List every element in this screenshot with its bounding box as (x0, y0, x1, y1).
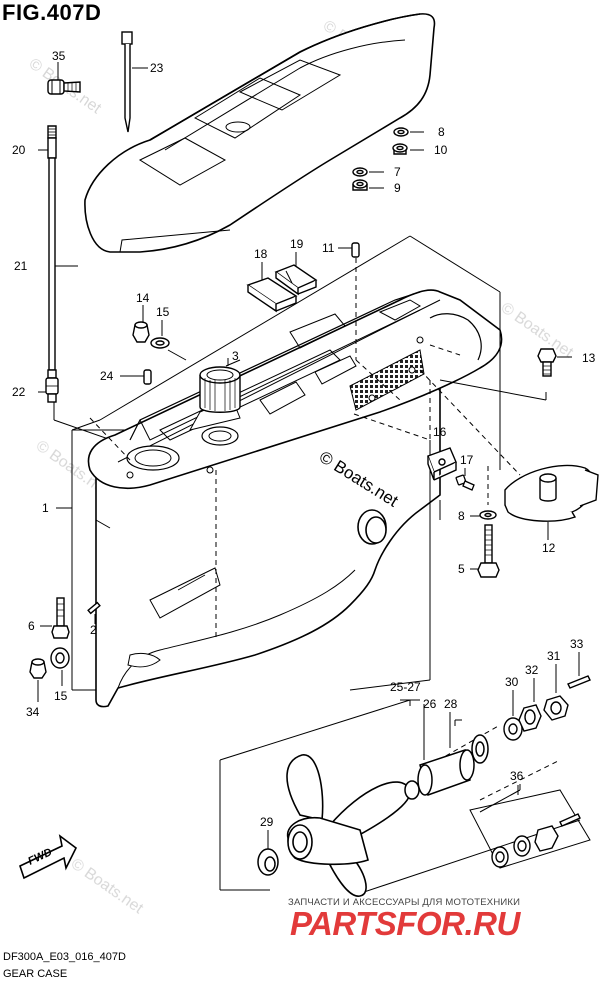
callout-15: 15 (156, 305, 170, 319)
propeller-part (286, 754, 411, 897)
partsfor-tagline: ЗАПЧАСТИ И АКСЕССУАРЫ ДЛЯ МОТОТЕХНИКИ (288, 897, 521, 908)
bolt-6-pin-2 (51, 597, 101, 639)
bush-26-spacer-28 (404, 734, 489, 800)
seal-ring-part (357, 509, 387, 545)
callout-18: 18 (254, 247, 268, 261)
callout-19: 19 (290, 237, 304, 251)
callout-33: 33 (570, 637, 584, 651)
svg-text:© Boats.net: © Boats.net (68, 855, 147, 917)
callout-34: 34 (26, 705, 40, 719)
figure-caption: GEAR CASE (3, 968, 68, 980)
frame-lines (71, 235, 547, 691)
callout-31: 31 (547, 649, 561, 663)
pin-11-part (351, 242, 360, 258)
callout-10: 10 (434, 143, 448, 157)
callout-3: 3 (232, 349, 239, 363)
anode-16-part (427, 447, 457, 481)
gear-case-housing (87, 289, 503, 708)
callout-5: 5 (458, 562, 465, 576)
callout-9: 9 (394, 181, 401, 195)
bolt-17-part (455, 474, 475, 491)
callout-15b: 15 (54, 689, 68, 703)
callout-8: 8 (438, 125, 445, 139)
callout-1: 1 (42, 501, 49, 515)
callout-32: 32 (525, 663, 539, 677)
callout-22: 22 (12, 385, 26, 399)
partsfor-logo: PARTSFOR.RU (290, 905, 520, 942)
svg-text:© Boats.net: © Boats.net (498, 299, 577, 361)
callout-21: 21 (14, 259, 28, 273)
washer-8-bolt-5 (477, 510, 500, 578)
washer-29-part (257, 848, 279, 876)
washer-30-nut-32-pin-31 (503, 675, 591, 741)
callout-25-27: 25-27 (390, 680, 421, 694)
plates-18-19 (246, 264, 318, 313)
pin-24-part (143, 369, 152, 385)
callout-20: 20 (12, 143, 26, 157)
callout-17: 17 (460, 453, 474, 467)
plug-34-gasket-15 (29, 647, 70, 679)
callout-23: 23 (150, 61, 164, 75)
callout-16: 16 (433, 425, 447, 439)
gear-case-top-cover (84, 13, 436, 253)
callout-24: 24 (100, 369, 114, 383)
figure-code: DF300A_E03_016_407D (3, 951, 126, 963)
bolt-13-part (537, 348, 557, 377)
callout-30: 30 (505, 675, 519, 689)
tie-strap-part (121, 31, 133, 133)
callout-35: 35 (52, 49, 66, 63)
callout-36: 36 (510, 769, 524, 783)
callout-14: 14 (136, 291, 150, 305)
callout-7: 7 (394, 165, 401, 179)
top-right-nuts (352, 127, 409, 191)
callout-29: 29 (260, 815, 274, 829)
callout-6: 6 (28, 619, 35, 633)
callout-2: 2 (90, 623, 97, 637)
callout-11: 11 (322, 241, 335, 255)
callout-12: 12 (542, 541, 556, 555)
callout-26: 26 (423, 697, 437, 711)
callout-28: 28 (444, 697, 458, 711)
callout-13: 13 (582, 351, 596, 365)
kit-36-parts (469, 789, 591, 869)
callout-8b: 8 (458, 509, 465, 523)
shift-rod-part (45, 125, 59, 403)
figure-title: FIG.407D (2, 0, 102, 25)
bolt-35-part (47, 79, 81, 95)
assembly-dashed-lines (89, 258, 521, 640)
plug-14-gasket-15 (132, 321, 170, 349)
callout-labels: 35 23 20 8 10 7 9 18 19 11 21 14 15 3 13… (12, 49, 596, 829)
fwd-arrow: FWD (19, 834, 78, 880)
trim-tab-12-part (504, 464, 599, 522)
